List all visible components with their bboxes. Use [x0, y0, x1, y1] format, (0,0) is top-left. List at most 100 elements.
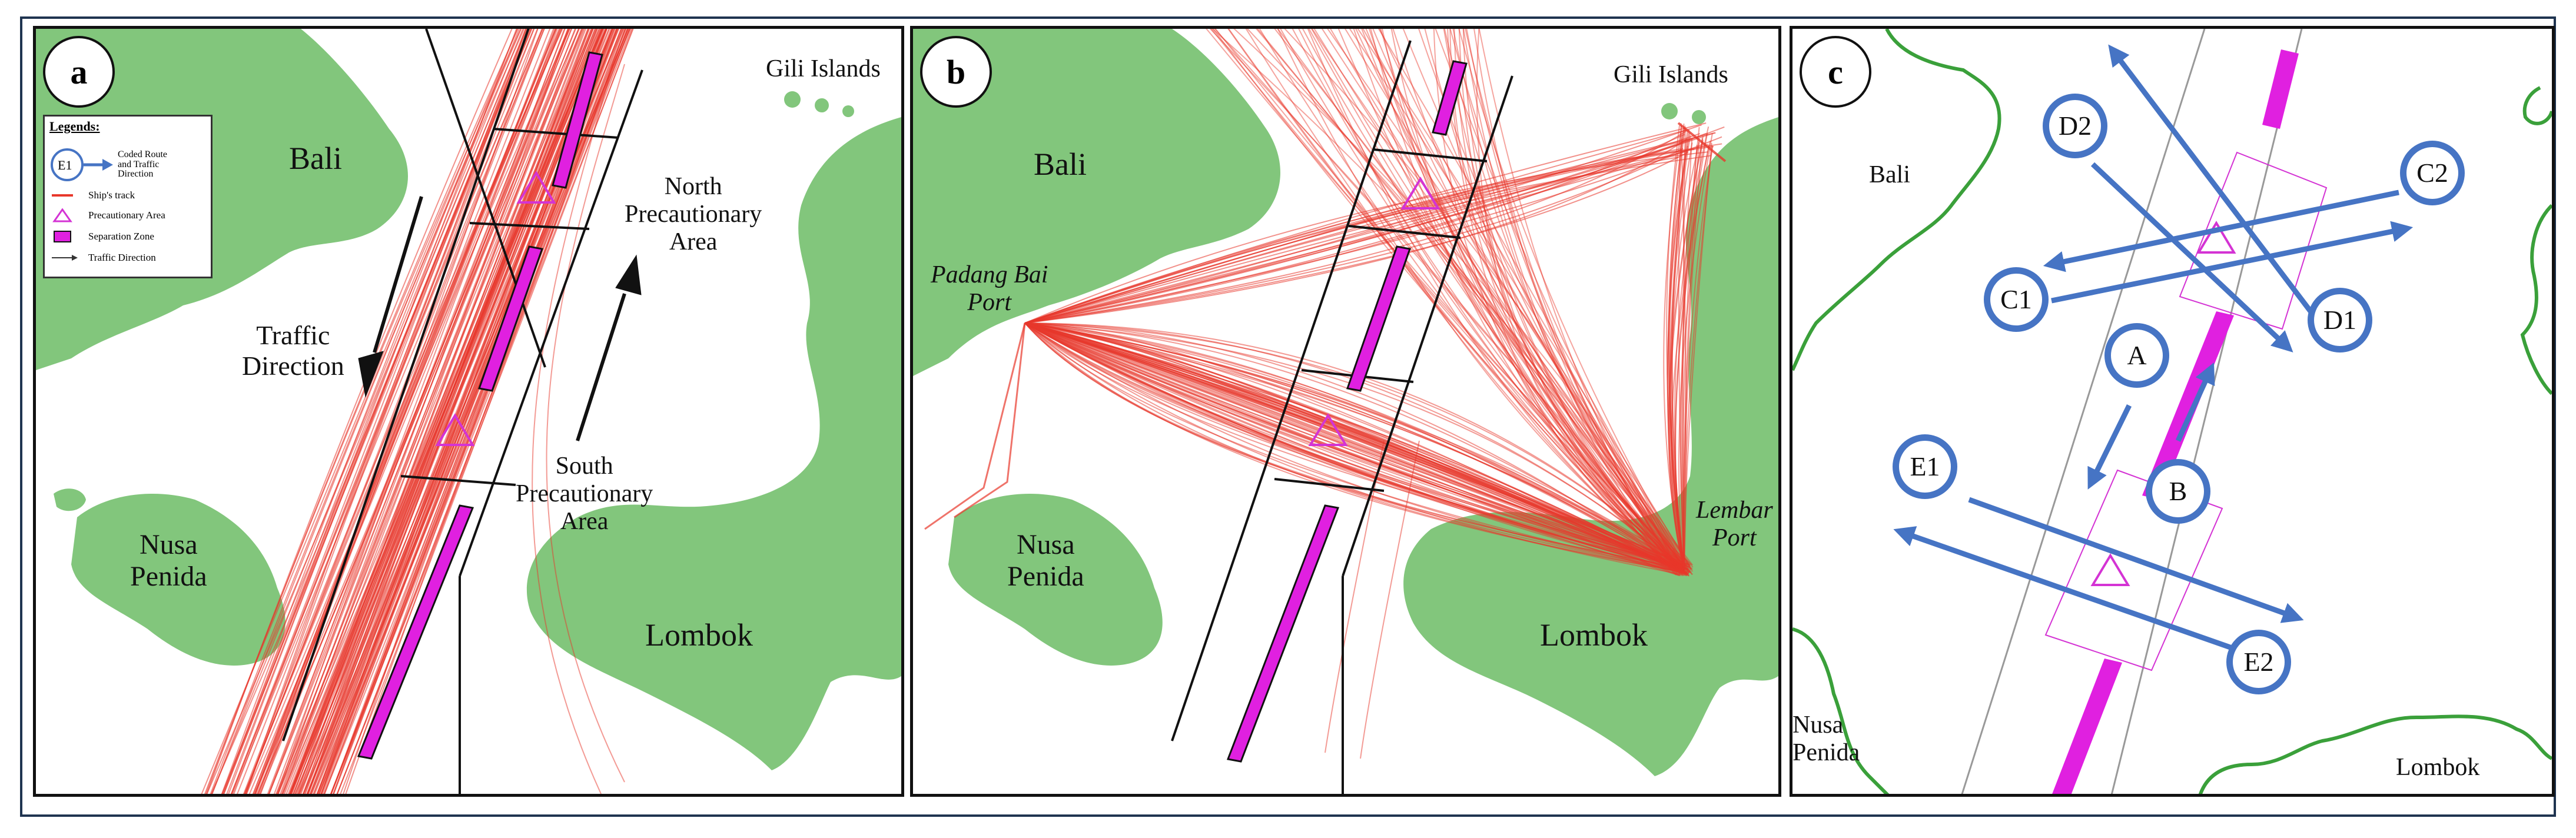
ship-track [1476, 29, 1683, 567]
ship-track [296, 29, 590, 794]
panel-a-map: a Legends: E1 Coded Route and Traffic Di… [33, 26, 904, 797]
label-lembar: Lembar Port [1696, 497, 1773, 552]
nusa-penida-coastline-c [1792, 627, 1890, 794]
panel-a-canvas [36, 29, 901, 794]
label-nusa-penida-c: Nusa Penida [1792, 711, 1860, 767]
ship-track [1024, 322, 1684, 571]
ship-track [258, 29, 551, 794]
ship-track [290, 29, 580, 794]
route-c2-arrow [2043, 189, 2399, 272]
panel-c-coastlines [1792, 29, 2552, 794]
tss-west-boundary [282, 29, 530, 741]
label-lombok-b: Lombok [1540, 617, 1648, 653]
ship-track [1245, 29, 1683, 577]
ship-track [1392, 29, 1682, 568]
ship-track [1382, 29, 1680, 576]
route-a-arrow [2087, 404, 2132, 490]
ship-track [1024, 322, 1684, 569]
label-gili-b: Gili Islands [1614, 61, 1728, 88]
ship-track [1280, 29, 1685, 568]
ship-track [1024, 322, 1690, 568]
north-precautionary-bottom [469, 222, 590, 230]
ship-track [1277, 29, 1688, 571]
small-island-a1 [54, 488, 86, 511]
legend-row-traffic: Traffic Direction [49, 251, 156, 265]
tss-west-boundary-b [1171, 40, 1412, 741]
label-nusa-penida-a: Nusa Penida [130, 529, 207, 592]
precautionary-icon-north-b [1400, 177, 1440, 210]
ship-track [1465, 29, 1682, 573]
ship-track [1024, 322, 1684, 575]
lombok-coastline-c [2198, 714, 2552, 794]
panel-a-precautionary-symbols [435, 171, 556, 446]
legend-precautionary-icon [49, 208, 85, 222]
label-south-precautionary: South Precautionary Area [516, 453, 653, 536]
ship-track [1024, 322, 1681, 568]
label-nusa-penida-b: Nusa Penida [1007, 529, 1084, 592]
ship-track [1449, 29, 1678, 571]
ship-track [1682, 145, 1698, 571]
ship-track [1212, 29, 1688, 575]
route-node-d1: D1 [2308, 288, 2372, 353]
ship-track [1024, 129, 1687, 324]
ship-track [1211, 29, 1684, 566]
panel-c-precautionary-symbols [2090, 221, 2236, 586]
label-gili-a: Gili Islands [766, 55, 881, 82]
ship-track [1233, 29, 1692, 570]
ship-track [1298, 29, 1678, 568]
lombok-landmass-b [1403, 117, 1778, 776]
gili-island-a2 [815, 98, 829, 112]
tss-east-boundary [459, 69, 643, 577]
ship-track [1024, 322, 1688, 576]
route-node-b: B [2146, 459, 2210, 524]
ship-track [245, 29, 539, 794]
ship-track [1024, 322, 1679, 569]
ship-track [1368, 29, 1687, 575]
ship-track [1462, 29, 1677, 576]
route-b-arrow [2175, 362, 2215, 442]
ship-track [1308, 29, 1685, 577]
ship-track [1327, 29, 1689, 571]
southbound-arrow-shaft [373, 196, 423, 353]
ship-track [1463, 29, 1688, 569]
separation-zone-north-c [2262, 49, 2299, 129]
label-lombok-c: Lombok [2396, 754, 2480, 781]
ship-track [1024, 322, 1681, 570]
precautionary-icon-south [435, 413, 475, 446]
legend-coded-route-icon: E1 [49, 147, 114, 182]
route-c1-arrow [2051, 221, 2414, 304]
ship-track [1668, 136, 1704, 571]
panel-b-land [913, 29, 1778, 776]
separation-zone-south-c [2052, 659, 2122, 794]
north-precautionary-box-c [2179, 151, 2328, 330]
ship-track [1447, 29, 1683, 571]
legend-separation-text: Separation Zone [88, 231, 154, 242]
ship-track [1214, 29, 1693, 570]
ship-track [1435, 29, 1687, 574]
panel-c-separation-zone [2052, 49, 2299, 794]
ship-track [1024, 322, 1685, 573]
route-d2-arrow [2090, 162, 2293, 353]
precautionary-icon-south-c [2090, 553, 2130, 586]
ship-track [1257, 29, 1692, 573]
ship-track [1302, 29, 1680, 566]
ship-track [1024, 322, 1683, 573]
precautionary-icon-north-c [2196, 221, 2236, 254]
legend-traffic-icon [49, 251, 85, 265]
ship-track [1360, 440, 1420, 759]
figure-frame [20, 16, 2556, 817]
ship-track [1292, 29, 1685, 574]
ship-track [205, 29, 519, 794]
panel-b-letter: b [920, 36, 992, 108]
ship-track [1228, 29, 1681, 576]
ship-track [1024, 322, 1690, 573]
ship-track [1274, 29, 1689, 573]
separation-zone-north-b [1432, 60, 1468, 136]
panel-c-route-arrows [1893, 44, 2414, 653]
ship-track [1372, 29, 1686, 565]
ship-track [1458, 29, 1685, 566]
nusa-penida-landmass-b [948, 494, 1163, 666]
ship-track [1024, 322, 1681, 571]
ship-track [313, 29, 605, 794]
ship-track [1024, 322, 1685, 573]
